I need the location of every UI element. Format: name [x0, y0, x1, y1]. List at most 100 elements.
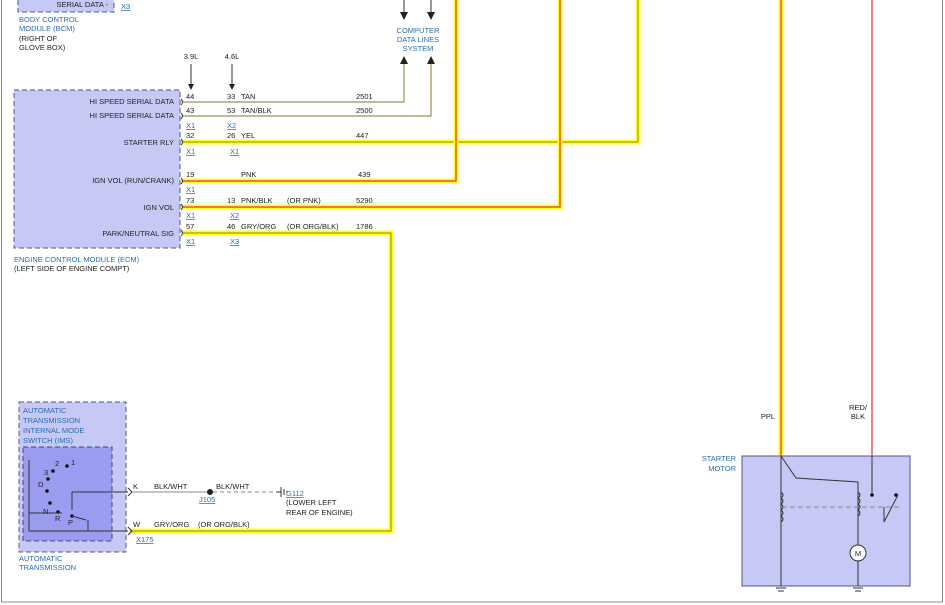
ecm-pin-number-46: 26	[227, 131, 235, 140]
connector-link[interactable]: X1	[186, 121, 195, 130]
k-wire-color-2: BLK/WHT	[216, 482, 250, 491]
wire-color: PNK	[241, 170, 256, 179]
ecm-pin-marks	[180, 98, 183, 237]
wire-5290-highlight[interactable]	[182, 0, 563, 210]
wire-447-highlight[interactable]	[182, 0, 641, 145]
bcm-location2: GLOVE BOX)	[19, 43, 66, 52]
bcm-connector-link[interactable]: X3	[121, 2, 130, 11]
data-arrow-down-2	[427, 12, 435, 20]
wire-color-alt: (OR PNK)	[287, 196, 321, 205]
engine-arrow-46	[229, 84, 235, 90]
connector-link[interactable]: X3	[230, 237, 239, 246]
ecm-pin-number-39: 44	[186, 92, 194, 101]
highlighted-wires	[130, 0, 641, 534]
starter-internal	[776, 455, 900, 592]
w-wire-color-alt: (OR ORG/BLK)	[198, 520, 250, 529]
wire-color: TAN	[241, 92, 255, 101]
engine-label-39: 3.9L	[184, 52, 199, 61]
ecm-pin-number-46: 13	[227, 196, 235, 205]
wire-color: TAN/BLK	[241, 106, 272, 115]
wire-2501[interactable]	[182, 64, 405, 103]
ecm-pin-number-46: 33	[227, 92, 235, 101]
ims-pin-w: W	[133, 520, 141, 529]
connector-link[interactable]: X1	[186, 237, 195, 246]
ims-w-wiring	[28, 460, 128, 532]
wire-color: YEL	[241, 131, 255, 140]
ims-position-label: D	[38, 480, 44, 489]
ims-position-label: P	[68, 518, 73, 527]
ims-position-label: 1	[71, 458, 75, 467]
ground-label[interactable]: G112	[286, 489, 304, 498]
ecm-pin-label: HI SPEED SERIAL DATA	[90, 111, 174, 120]
ims-position-label: R	[55, 514, 61, 523]
engine-arrow-39	[188, 84, 194, 90]
ims-switch-blade	[71, 515, 87, 521]
circuit-number: 447	[356, 131, 369, 140]
circuit-number: 439	[358, 170, 371, 179]
ecm-pin-label: IGN VOL (RUN/CRANK)	[92, 176, 174, 185]
ecm-location: (LEFT SIDE OF ENGINE COMPT)	[14, 264, 130, 273]
circuit-number: 1786	[356, 222, 373, 231]
ims-position-label: N	[43, 507, 48, 516]
bcm-box[interactable]	[17, 0, 115, 13]
circuit-number: 5290	[356, 196, 373, 205]
splice-label[interactable]: J105	[199, 495, 215, 504]
bcm-name2: MODULE (BCM)	[19, 24, 75, 33]
ims-name-3: INTERNAL MODE	[23, 426, 84, 435]
ims-name-2: TRANSMISSION	[23, 416, 80, 425]
wire-redblk-label-2: BLK	[851, 412, 865, 421]
connector-link[interactable]: X1	[186, 211, 195, 220]
ims-name-1: AUTOMATIC	[23, 406, 67, 415]
wire-color: GRY/ORG	[241, 222, 276, 231]
bcm-pin-label: SERIAL DATA -	[56, 0, 108, 9]
wire-447-core	[182, 0, 639, 143]
wire-redblk-label-1: RED/	[849, 403, 868, 412]
data-arrow-down-1	[400, 12, 408, 20]
ecm-pin-label: IGN VOL	[144, 203, 174, 212]
ims-pin-k: K	[133, 482, 138, 491]
connector-link[interactable]: X1	[186, 147, 195, 156]
ims-bottom-name-2: TRANSMISSION	[19, 563, 76, 572]
ecm-pin-number-46: 46	[227, 222, 235, 231]
ecm-pin-number-39: 43	[186, 106, 194, 115]
wire-5290-core	[182, 0, 561, 208]
ground-location-1: (LOWER LEFT	[286, 498, 337, 507]
starter-name-2: MOTOR	[708, 464, 736, 473]
ecm-pin-number-39: 32	[186, 131, 194, 140]
wire-439-core	[182, 0, 457, 182]
starter-name-1: STARTER	[702, 454, 737, 463]
bcm-name: BODY CONTROL	[19, 15, 79, 24]
splice-j105[interactable]	[207, 489, 213, 495]
ecm-pin-number-39: 19	[186, 170, 194, 179]
wire-2500[interactable]	[182, 64, 432, 117]
ims-switch-box[interactable]	[22, 446, 113, 542]
ims-pin-k-mark	[127, 487, 133, 497]
data-lines-label-3[interactable]: SYSTEM	[403, 44, 434, 53]
ims-position-label: 2	[55, 459, 59, 468]
ims-k-wiring	[71, 491, 128, 510]
data-lines-label-2[interactable]: DATA LINES	[397, 35, 439, 44]
ecm-pin-number-46: 53	[227, 106, 235, 115]
connector-link[interactable]: X1	[230, 147, 239, 156]
ecm-pin-label: STARTER RLY	[124, 138, 174, 147]
ecm-name[interactable]: ENGINE CONTROL MODULE (ECM)	[14, 255, 140, 264]
ecm-pin-label: PARK/NEUTRAL SIG	[102, 229, 174, 238]
ims-connector-link[interactable]: X175	[136, 535, 154, 544]
engine-label-46: 4.6L	[225, 52, 240, 61]
k-wire-color: BLK/WHT	[154, 482, 188, 491]
data-lines-label-1[interactable]: COMPUTER	[397, 26, 441, 35]
ecm-box[interactable]	[13, 89, 181, 249]
ecm-pin-number-39: 57	[186, 222, 194, 231]
circuit-number: 2500	[356, 106, 373, 115]
w-wire-color: GRY/ORG	[154, 520, 189, 529]
connector-link[interactable]: X1	[186, 185, 195, 194]
wire-color-alt: (OR ORG/BLK)	[287, 222, 339, 231]
wire-color: PNK/BLK	[241, 196, 273, 205]
ground-symbol-g112	[276, 487, 288, 497]
starter-motor-box[interactable]	[741, 455, 911, 587]
connector-link[interactable]: X2	[230, 211, 239, 220]
ground-location-2: REAR OF ENGINE)	[286, 508, 353, 517]
connector-link[interactable]: X2	[227, 121, 236, 130]
